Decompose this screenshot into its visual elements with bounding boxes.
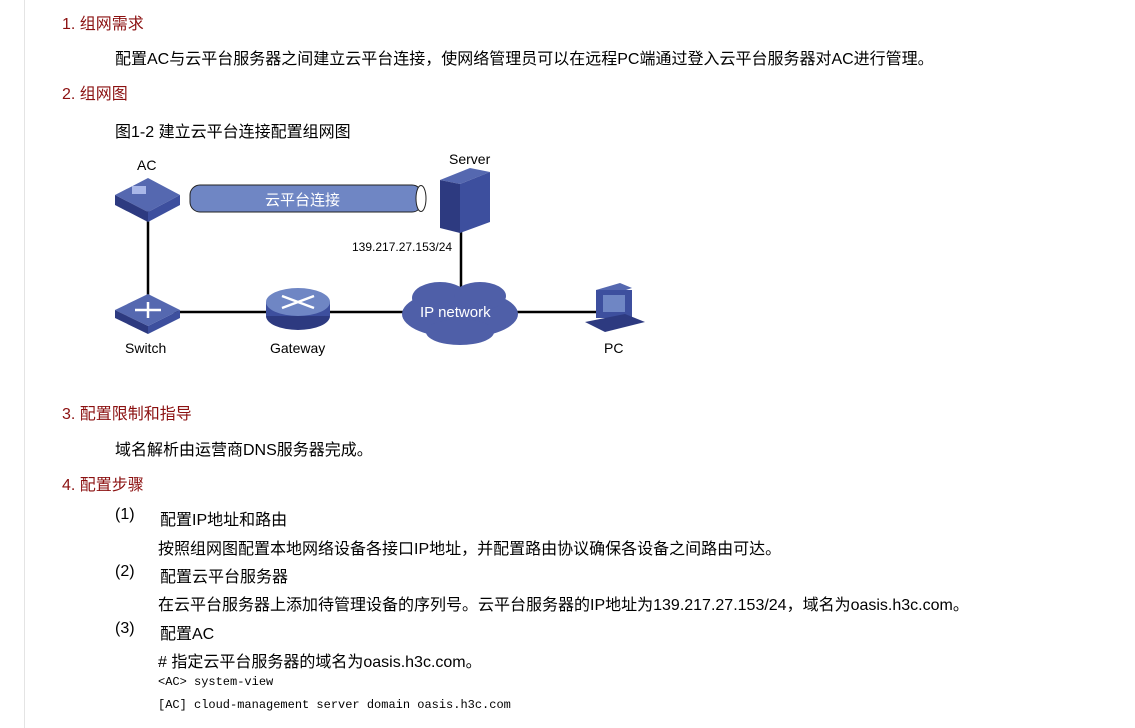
requirements-text: 配置AC与云平台服务器之间建立云平台连接，使网络管理员可以在远程PC端通过登入云… [115,51,934,68]
label-gateway: Gateway [270,340,326,356]
heading-steps: 4. 配置步骤 [62,477,144,494]
label-cloud: IP network [420,304,491,321]
switch-icon [115,294,180,334]
label-tunnel: 云平台连接 [265,192,341,209]
code-line: <AC> system-view [158,675,274,689]
heading-restrictions: 3. 配置限制和指导 [62,406,192,423]
pc-icon [585,283,645,332]
heading-diagram: 2. 组网图 [62,86,128,103]
label-server-ip: 139.217.27.153/24 [352,240,453,254]
cloud-icon [402,282,518,345]
step-title: 配置云平台服务器 [160,569,289,586]
step-title: 配置IP地址和路由 [160,512,288,529]
step-desc: # 指定云平台服务器的域名为oasis.h3c.com。 [158,654,482,671]
heading-requirements: 1. 组网需求 [62,16,144,33]
left-border [24,0,25,728]
ac-icon [115,178,180,222]
label-ac: AC [137,157,157,173]
step-desc: 在云平台服务器上添加待管理设备的序列号。云平台服务器的IP地址为139.217.… [158,597,969,614]
label-switch: Switch [125,340,167,356]
restrictions-text: 域名解析由运营商DNS服务器完成。 [115,442,373,459]
server-icon [440,168,490,233]
step-desc: 按照组网图配置本地网络设备各接口IP地址，并配置路由协议确保各设备之间路由可达。 [158,541,782,558]
figure-caption: 图1-2 建立云平台连接配置组网图 [115,124,351,141]
tunnel-icon [189,184,427,213]
step-title: 配置AC [160,626,215,643]
label-server: Server [449,151,491,167]
step-number: (1) [115,506,135,523]
step-number: (2) [115,563,135,580]
gateway-icon [266,288,330,330]
step-number: (3) [115,620,135,637]
label-pc: PC [604,340,624,356]
code-line: [AC] cloud-management server domain oasi… [158,698,511,712]
